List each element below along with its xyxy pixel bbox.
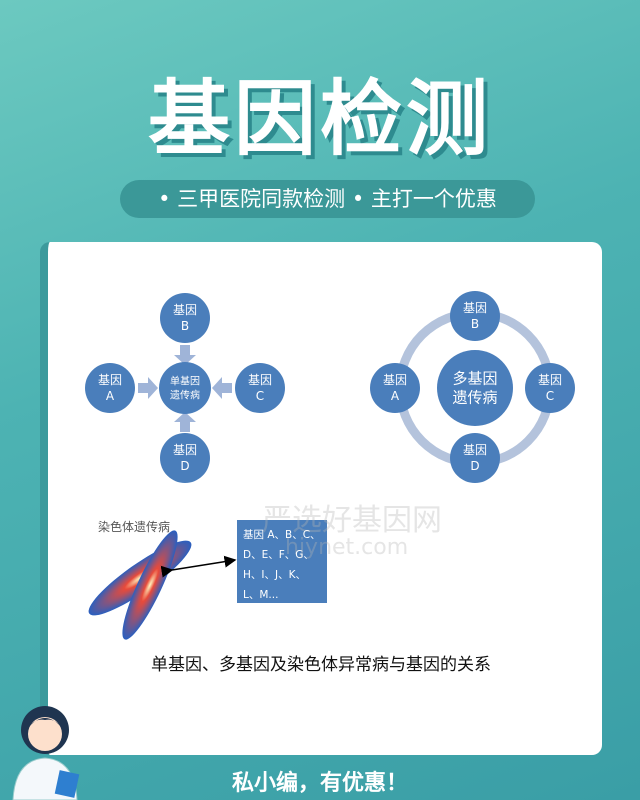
- gene-node: [160, 293, 210, 343]
- gene-node-label: C: [546, 389, 554, 403]
- single-gene-disease-node: [159, 362, 211, 414]
- gene-node-label: 基因: [463, 301, 487, 315]
- gene-list-line: D、E、F、G、: [243, 549, 314, 561]
- single-gene-disease-node-label: 单基因: [170, 374, 200, 387]
- footer-text: 私小编，有优惠！: [231, 771, 408, 796]
- single-gene-disease-node-label: 遗传病: [170, 388, 200, 401]
- gene-node-label: B: [471, 317, 479, 331]
- gene-list-line: L、M...: [243, 589, 279, 601]
- gene-node-label: 基因: [173, 443, 197, 457]
- multi-gene-disease-node: [437, 350, 513, 426]
- arrows: [138, 345, 232, 432]
- gene-list-line: H、I、J、K、: [243, 569, 306, 581]
- subtitle-badge: • 三甲医院同款检测 • 主打一个优惠: [120, 180, 535, 218]
- figure-caption: 单基因、多基因及染色体异常病与基因的关系: [151, 655, 491, 675]
- chromosome-label: 染色体遗传病: [98, 520, 171, 534]
- multi-gene-disease-node-label: 多基因: [452, 370, 497, 388]
- gene-node: [235, 363, 285, 413]
- multi-gene-disease-node-label: 遗传病: [452, 389, 497, 407]
- doctor-avatar: [5, 690, 85, 800]
- gene-node-label: 基因: [173, 303, 197, 317]
- gene-node-label: A: [391, 389, 400, 403]
- gene-node-label: 基因: [98, 373, 122, 387]
- chromosome-icon: [88, 530, 192, 640]
- gene-list-box: [237, 520, 327, 603]
- gene-node-label: D: [180, 459, 189, 473]
- page-title: 基因检测: [147, 72, 492, 167]
- gene-node: [450, 433, 500, 483]
- gene-node-label: 基因: [538, 373, 562, 387]
- gene-node: [160, 433, 210, 483]
- gene-node-label: D: [470, 459, 479, 473]
- gene-node: [370, 363, 420, 413]
- gene-node: [85, 363, 135, 413]
- gene-node: [525, 363, 575, 413]
- gene-node-label: 基因: [463, 443, 487, 457]
- gene-node-label: 基因: [383, 373, 407, 387]
- gene-list-line: 基因 A、B、C、: [243, 529, 321, 541]
- gene-node-label: A: [106, 389, 115, 403]
- gene-node-label: B: [181, 319, 189, 333]
- gene-list-text: 基因 A、B、C、 D、E、F、G、 H、I、J、K、 L、M...: [243, 525, 321, 605]
- content-card: [40, 242, 602, 755]
- gene-node-label: 基因: [248, 373, 272, 387]
- gene-node: [450, 291, 500, 341]
- gene-node-label: C: [256, 389, 264, 403]
- watermark-domain: hjynet.com: [285, 535, 409, 560]
- watermark-name: 严选好基因网: [262, 503, 442, 538]
